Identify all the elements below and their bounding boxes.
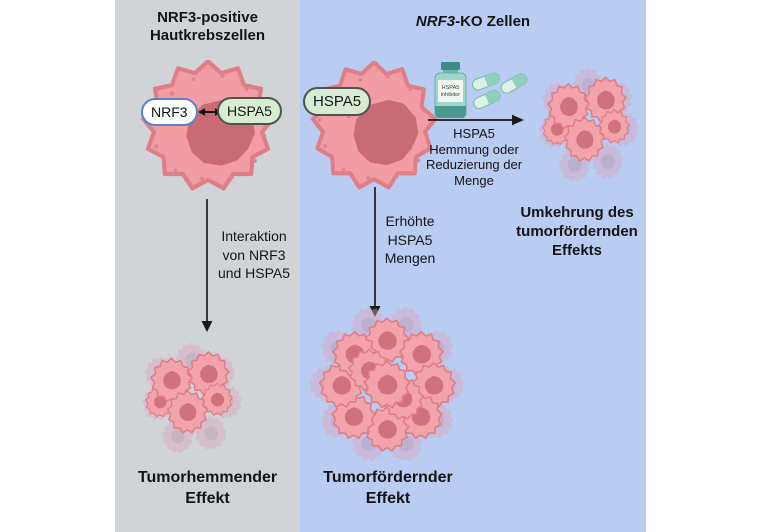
left-panel-title: NRF3-positive Hautkrebszellen: [149, 9, 266, 44]
large-tumor-cluster: [306, 305, 468, 463]
hspa5-protein-pill-right: HSPA5: [303, 87, 372, 116]
elevated-hspa5-caption: Erhöhte HSPA5 Mengen: [384, 213, 436, 266]
small-tumor-cluster-left: [139, 341, 245, 455]
hspa5-protein-pill-left: HSPA5: [217, 97, 282, 125]
small-tumor-cluster-right: [536, 66, 642, 184]
nrf3-positive-cell-illustration: [136, 60, 280, 192]
right-panel-title: NRF3-KO Zellen: [300, 13, 646, 31]
bottle-label-line1: HSPA5: [442, 85, 460, 91]
nrf3-protein-pill: NRF3: [141, 98, 198, 126]
right-panel-title-rest: -KO Zellen: [455, 13, 531, 30]
bottle-label-line2: inhibitor: [441, 92, 460, 98]
capsule-pills-icon: [470, 71, 530, 111]
tumor-inhibiting-effect-label: Tumorhemmender Effekt: [137, 469, 278, 507]
right-panel-title-gene: NRF3: [415, 13, 456, 30]
right-arrow-icon: [428, 114, 524, 126]
down-arrow-left-icon: [201, 199, 213, 332]
inhibition-caption: HSPA5 Hemmung oder Reduzierung der Menge: [425, 126, 523, 188]
interaction-caption: Interaktion von NRF3 und HSPA5: [217, 228, 291, 281]
hspa5-inhibitor-bottle-icon: HSPA5 inhibitor: [434, 62, 467, 118]
reversal-effect-label: Umkehrung des tumorfördernden Effekts: [516, 204, 638, 259]
tumor-promoting-effect-label: Tumorfördernder Effekt: [323, 469, 453, 507]
